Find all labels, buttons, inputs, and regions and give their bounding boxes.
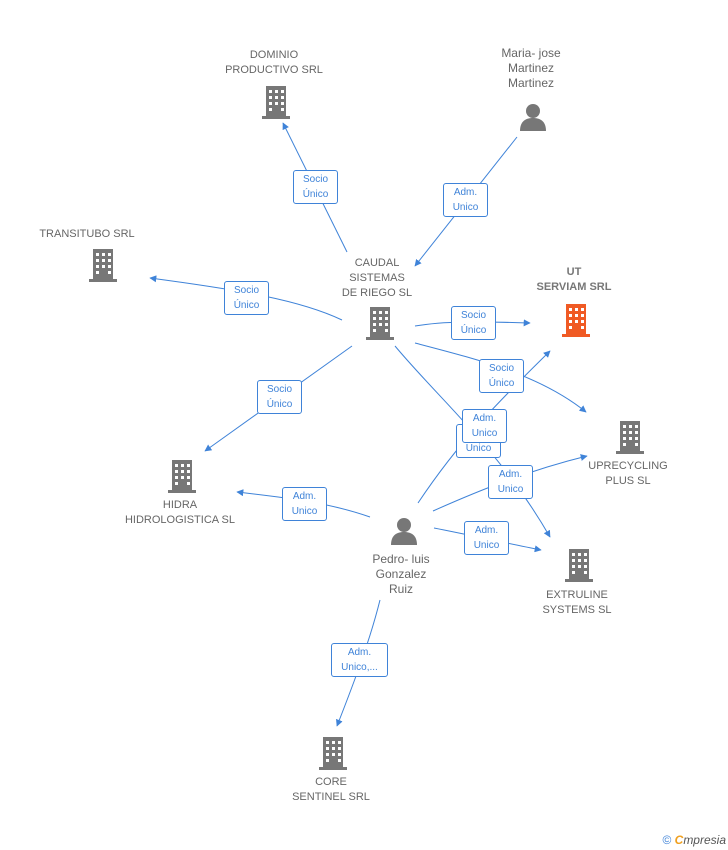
- node-label-maria-jose-martinez[interactable]: Maria- jose Martinez Martinez: [501, 46, 561, 90]
- brand-name: mpresia: [683, 833, 726, 847]
- building-icon-focus[interactable]: [560, 302, 592, 338]
- edge-label-maria-caudal: Adm. Unico: [443, 183, 488, 217]
- edge-label-pedro-extruline: Adm. Unico: [464, 521, 509, 555]
- node-label-uprecycling[interactable]: UPRECYCLING PLUS SL: [588, 460, 668, 487]
- person-icon[interactable]: [518, 102, 548, 132]
- node-label-extruline[interactable]: EXTRULINE SYSTEMS SL: [542, 589, 612, 616]
- node-label-pedro-luis-gonzalez[interactable]: Pedro- luis Gonzalez Ruiz: [372, 552, 430, 596]
- node-label-transitubo[interactable]: TRANSITUBO SRL: [39, 228, 135, 240]
- node-label-ut-serviam[interactable]: UT SERVIAM SRL: [536, 266, 612, 293]
- person-icon[interactable]: [389, 516, 419, 546]
- building-icon[interactable]: [614, 419, 646, 455]
- building-icon[interactable]: [87, 247, 119, 283]
- node-label-core-sentinel[interactable]: CORE SENTINEL SRL: [292, 776, 370, 803]
- edge-label-caudal-ut: Socio Único: [451, 306, 496, 340]
- building-icon[interactable]: [563, 547, 595, 583]
- building-icon[interactable]: [260, 84, 292, 120]
- edge-label-caudal-transitubo: Socio Único: [224, 281, 269, 315]
- edge-label-caudal-dominio: Socio Único: [293, 170, 338, 204]
- edge-label-pedro-hidra: Adm. Unico: [282, 487, 327, 521]
- edge-label-pedro-ut: Adm. Unico: [462, 409, 507, 443]
- edge-label-caudal-hidra: Socio Único: [257, 380, 302, 414]
- brand-initial: C: [674, 833, 684, 847]
- building-icon[interactable]: [166, 458, 198, 494]
- node-label-dominio-productivo[interactable]: DOMINIO PRODUCTIVO SRL: [225, 49, 323, 76]
- building-icon[interactable]: [317, 735, 349, 771]
- building-icon[interactable]: [364, 305, 396, 341]
- node-label-hidra[interactable]: HIDRA HIDROLOGISTICA SL: [124, 499, 236, 526]
- edge-label-pedro-uprecycling: Adm. Unico: [488, 465, 533, 499]
- copyright-symbol: ©: [662, 833, 672, 847]
- edge-label-pedro-core: Adm. Unico,...: [331, 643, 388, 677]
- node-label-caudal-sistemas[interactable]: CAUDAL SISTEMAS DE RIEGO SL: [341, 257, 413, 299]
- footer-brand: © Cmpresia: [662, 833, 726, 847]
- edge-label-caudal-uprecycling: Socio Único: [479, 359, 524, 393]
